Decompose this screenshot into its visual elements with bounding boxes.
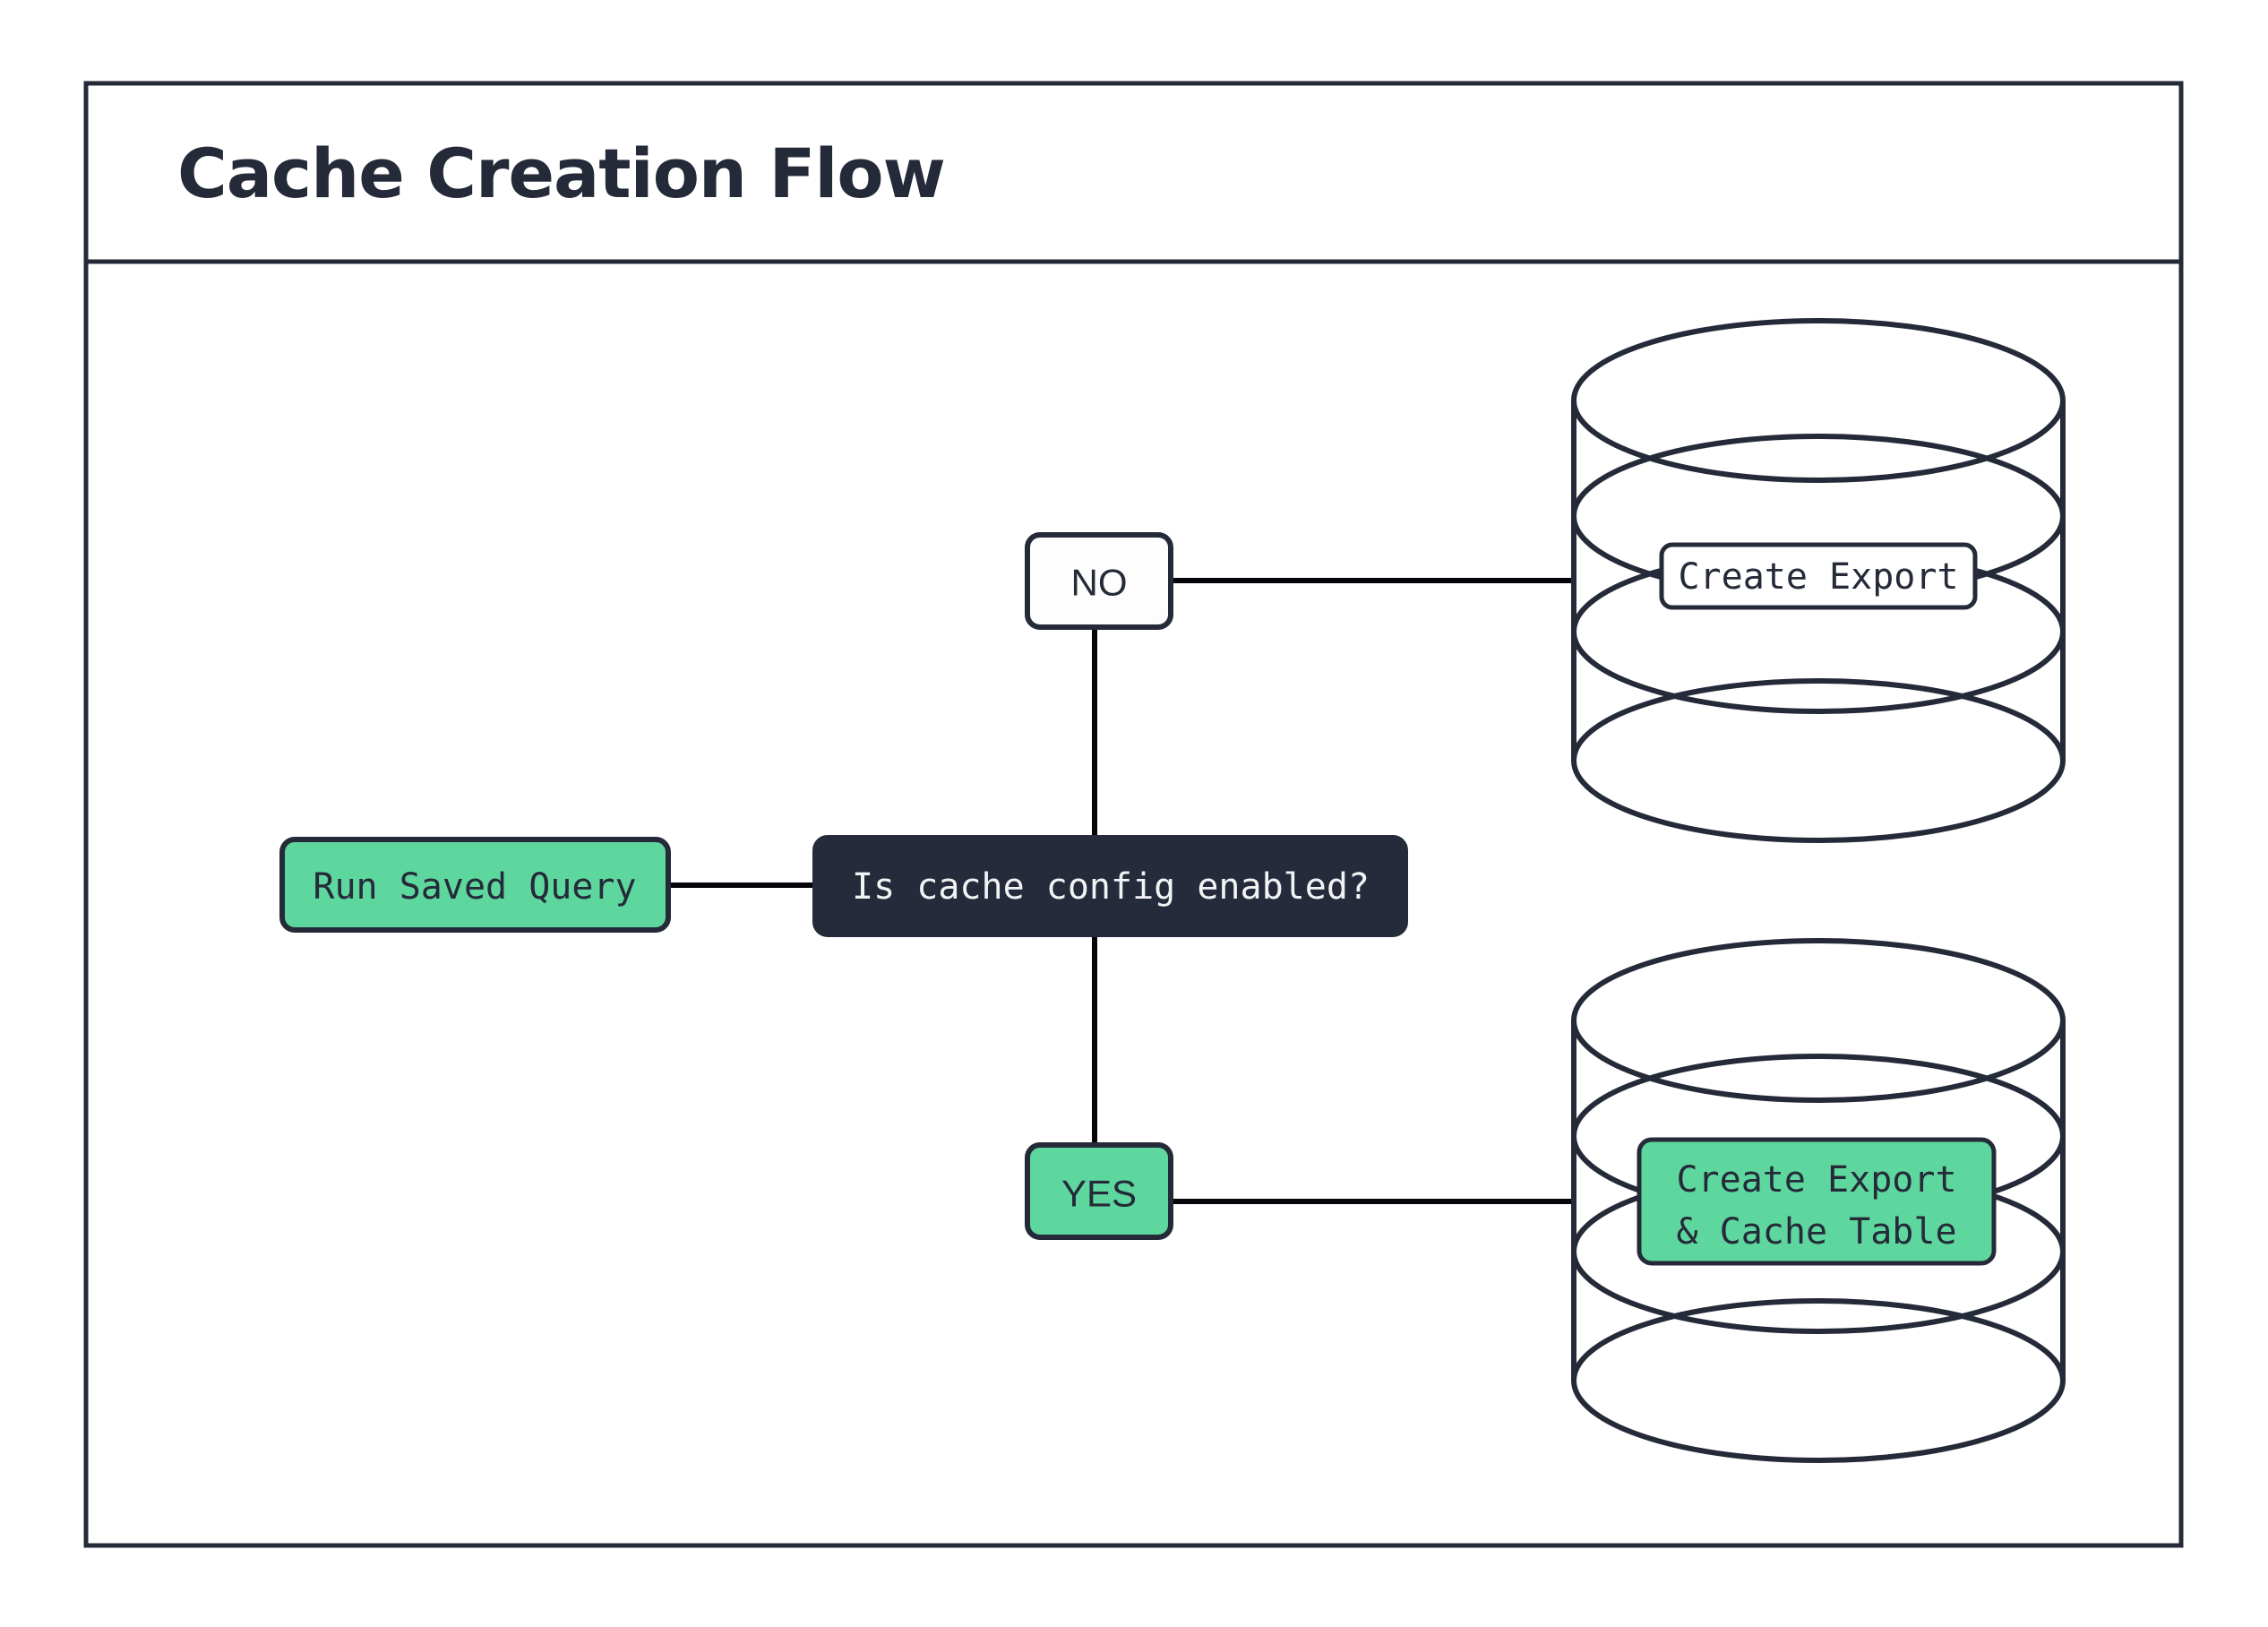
- node-label: Run Saved Query: [313, 866, 636, 908]
- node-branch-no[interactable]: NO: [1025, 532, 1173, 630]
- database-create-export-cache-table[interactable]: Create Export & Cache Table: [1571, 938, 2066, 1463]
- diagram-frame: [83, 81, 2184, 1548]
- connector-group: [668, 578, 1574, 1204]
- node-run-saved-query[interactable]: Run Saved Query: [279, 837, 671, 933]
- node-branch-yes[interactable]: YES: [1025, 1142, 1173, 1240]
- database-label-line-1: Create Export: [1678, 556, 1958, 598]
- node-label: Is cache config enabled?: [852, 866, 1370, 908]
- node-shape: [279, 837, 671, 933]
- cylinder-disc-1: [1571, 938, 2066, 1103]
- node-label: YES: [1061, 1173, 1137, 1215]
- database-label-box: [1659, 542, 1978, 610]
- node-is-cache-config-enabled[interactable]: Is cache config enabled?: [812, 835, 1408, 937]
- database-label-line-2: & Cache Table: [1676, 1211, 1956, 1253]
- page-title: Cache Creation Flow: [177, 133, 945, 213]
- database-label-line-1: Create Export: [1676, 1159, 1956, 1201]
- database-create-export[interactable]: Create Export: [1571, 318, 2066, 843]
- database-label-box: [1637, 1137, 1997, 1266]
- node-shape: [1025, 1142, 1173, 1240]
- node-shape: [812, 835, 1408, 937]
- node-label: NO: [1071, 562, 1128, 604]
- cylinder-disc-1: [1571, 318, 2066, 483]
- cylinder-disc-4: [1571, 678, 2066, 843]
- cylinder-disc-4: [1571, 1298, 2066, 1463]
- node-shape: [1025, 532, 1173, 630]
